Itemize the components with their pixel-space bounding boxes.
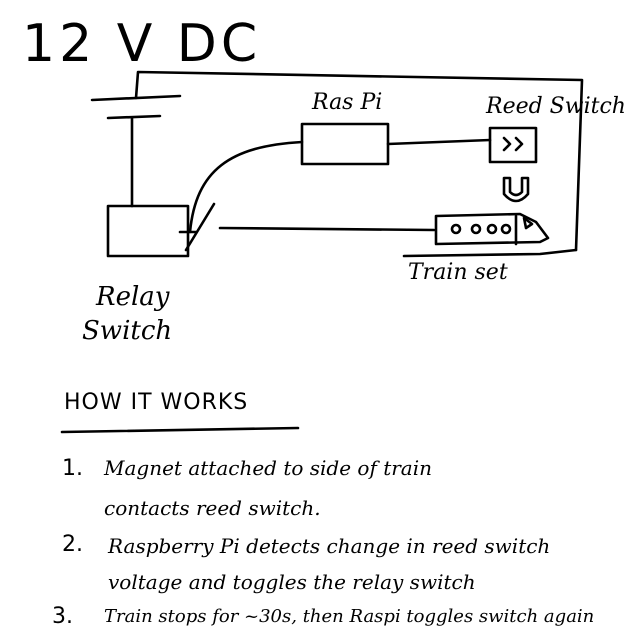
- step-3-number: 3.: [52, 604, 73, 629]
- reed-switch-box: [488, 126, 538, 164]
- train-body: [434, 212, 550, 246]
- wire-relay-raspi: [188, 140, 304, 234]
- relay-switch-contact: [178, 202, 216, 252]
- wire-raspi-reed: [386, 138, 492, 146]
- relay-switch-box: [106, 204, 190, 258]
- step-2-line1: Raspberry Pi detects change in reed swit…: [108, 534, 551, 558]
- wire-top-rail: [134, 70, 584, 252]
- step-2-number: 2.: [62, 532, 83, 557]
- step-2-line2: voltage and toggles the relay switch: [108, 570, 476, 594]
- relay-label-line2: Switch: [82, 316, 173, 346]
- train-window: [486, 223, 498, 235]
- how-title-underline: [60, 426, 300, 434]
- train-window: [500, 223, 512, 235]
- step-1-number: 1.: [62, 456, 83, 481]
- step-1-line2: contacts reed switch.: [104, 496, 321, 520]
- relay-label-line1: Relay: [96, 282, 170, 312]
- train-cab-window: [522, 216, 534, 230]
- battery-plate-short: [106, 114, 162, 120]
- reed-switch-contacts: [502, 136, 524, 152]
- raspi-box: [300, 122, 390, 166]
- magnet-icon: [502, 176, 530, 203]
- wire-relay-train: [218, 226, 436, 232]
- train-set-label: Train set: [408, 260, 508, 285]
- how-it-works-title: HOW IT WORKS: [64, 390, 249, 415]
- supply-label: 12 V DC: [22, 14, 262, 74]
- wire-right-rail: [402, 248, 578, 258]
- step-1-line1: Magnet attached to side of train: [104, 456, 433, 480]
- step-3-line1: Train stops for ~30s, then Raspi toggles…: [104, 606, 595, 627]
- raspi-label: Ras Pi: [312, 90, 383, 115]
- train-window: [450, 223, 462, 235]
- train-window: [470, 223, 482, 235]
- reed-switch-label: Reed Switch: [486, 94, 626, 119]
